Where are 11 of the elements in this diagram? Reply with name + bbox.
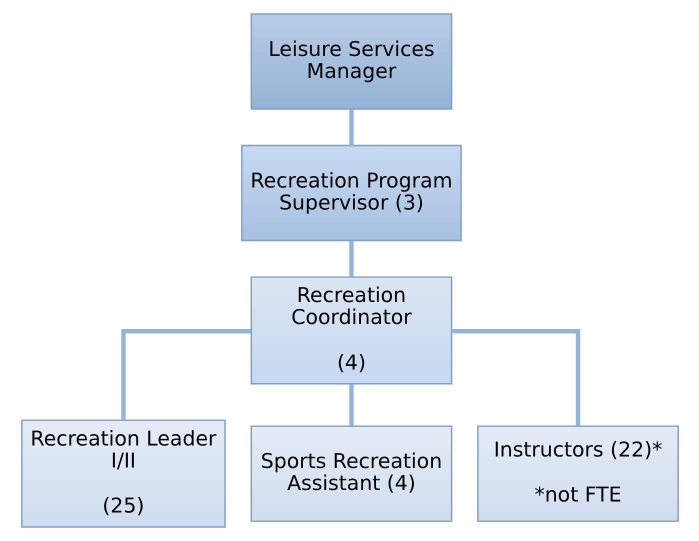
- connector: [348, 240, 354, 277]
- node-box: Recreation Program Supervisor (3): [240, 144, 462, 242]
- connector: [452, 328, 580, 426]
- node-box: Recreation Coordinator (4): [250, 276, 452, 384]
- node-box: Recreation Leader I/II (25): [20, 420, 226, 528]
- connector: [348, 384, 354, 426]
- node-box: Instructors (22)* *not FTE: [476, 425, 678, 522]
- connector: [120, 328, 250, 420]
- node-box: Sports Recreation Assistant (4): [250, 425, 452, 522]
- node-box: Leisure Services Manager: [250, 13, 452, 110]
- connector: [348, 109, 354, 146]
